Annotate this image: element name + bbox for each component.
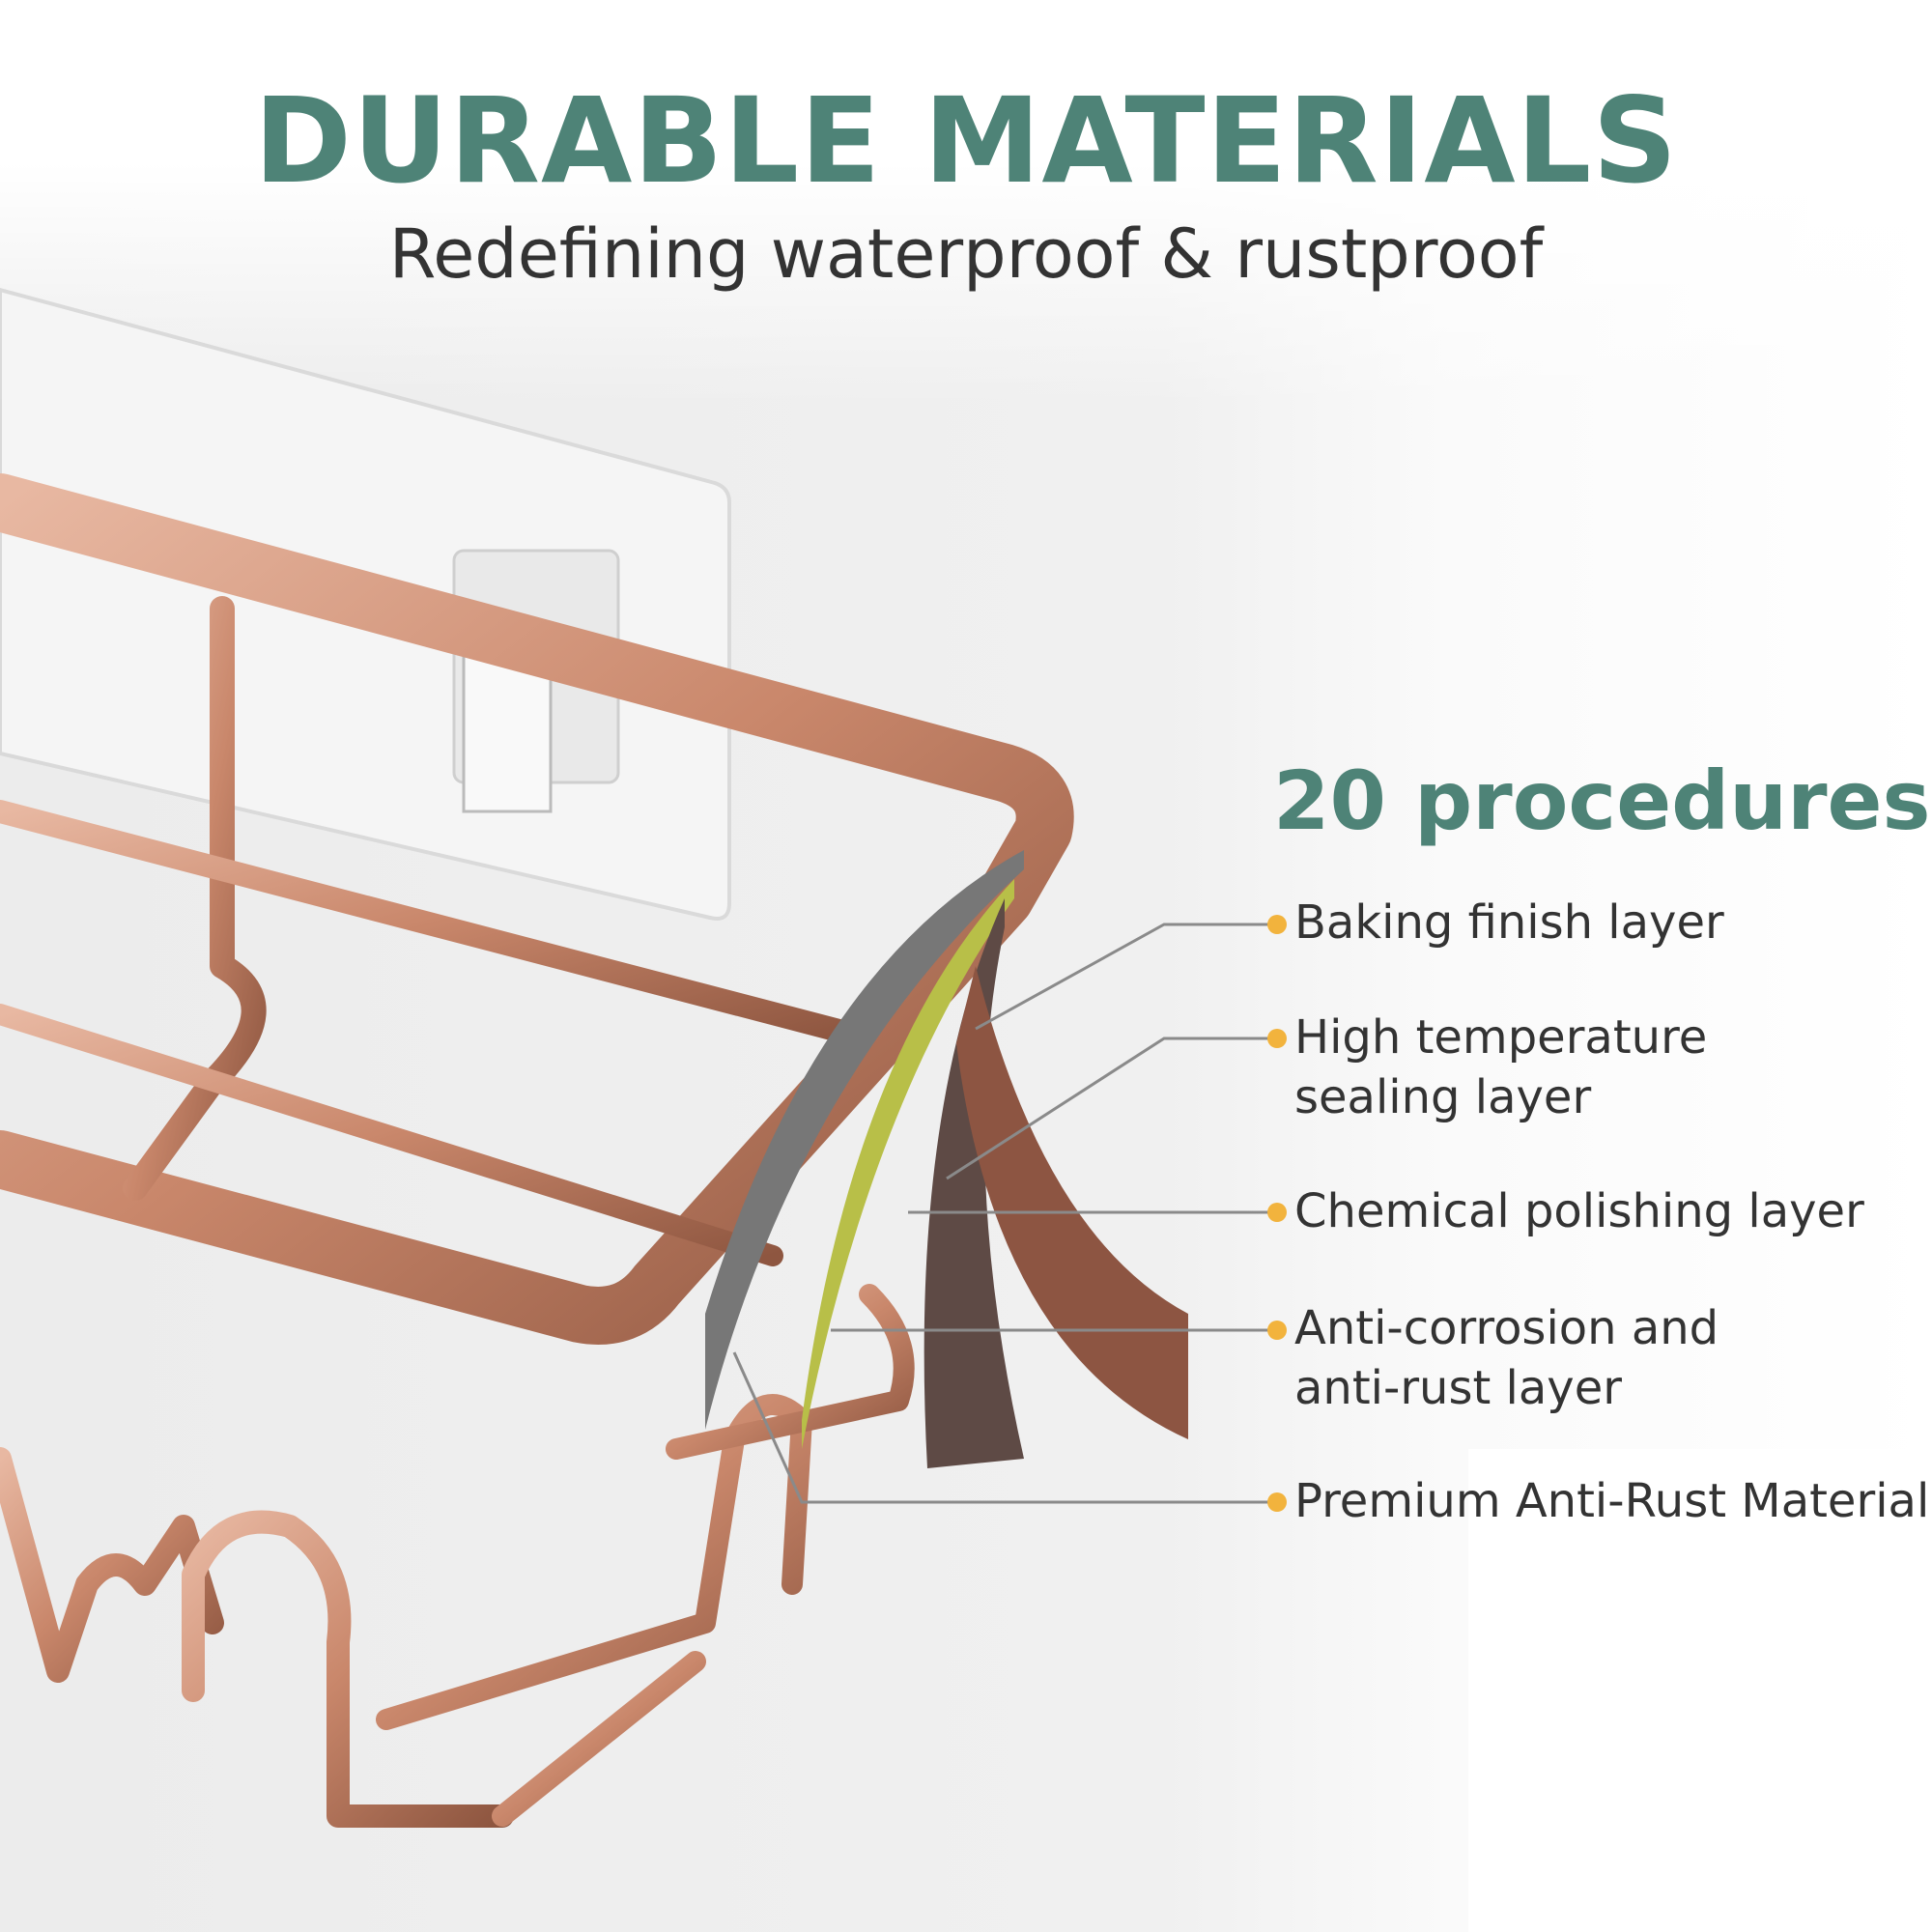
page-subtitle: Redefining waterproof & rustproof bbox=[388, 214, 1544, 294]
bullet-icon bbox=[1267, 1029, 1287, 1048]
bullet-icon bbox=[1267, 1492, 1287, 1512]
layer-line: Baking finish layer bbox=[1294, 895, 1724, 950]
layer-line: Chemical polishing layer bbox=[1294, 1184, 1864, 1238]
layer-label-chemical-polishing: Chemical polishing layer bbox=[1294, 1181, 1864, 1241]
layer-sheets bbox=[705, 850, 1188, 1468]
bullet-icon bbox=[1267, 1203, 1287, 1222]
bullet-icon bbox=[1267, 1321, 1287, 1340]
background-panel bbox=[1468, 1449, 1932, 1932]
layer-line: anti-rust layer bbox=[1294, 1361, 1622, 1415]
leader-lines bbox=[732, 923, 1270, 1504]
page-title: DURABLE MATERIALS bbox=[253, 72, 1679, 210]
bullet-icon bbox=[1267, 915, 1287, 934]
layer-label-anti-corrosion: Anti-corrosion and anti-rust layer bbox=[1294, 1298, 1719, 1418]
layer-line: sealing layer bbox=[1294, 1070, 1592, 1124]
layer-label-premium-material: Premium Anti-Rust Material bbox=[1294, 1471, 1929, 1531]
procedures-heading: 20 procedures bbox=[1273, 753, 1931, 848]
layer-line: High temperature bbox=[1294, 1010, 1708, 1065]
background-fade bbox=[0, 0, 1932, 406]
layer-line: Premium Anti-Rust Material bbox=[1294, 1474, 1930, 1528]
layer-label-baking-finish: Baking finish layer bbox=[1294, 893, 1724, 952]
layer-line: Anti-corrosion and bbox=[1294, 1301, 1719, 1355]
